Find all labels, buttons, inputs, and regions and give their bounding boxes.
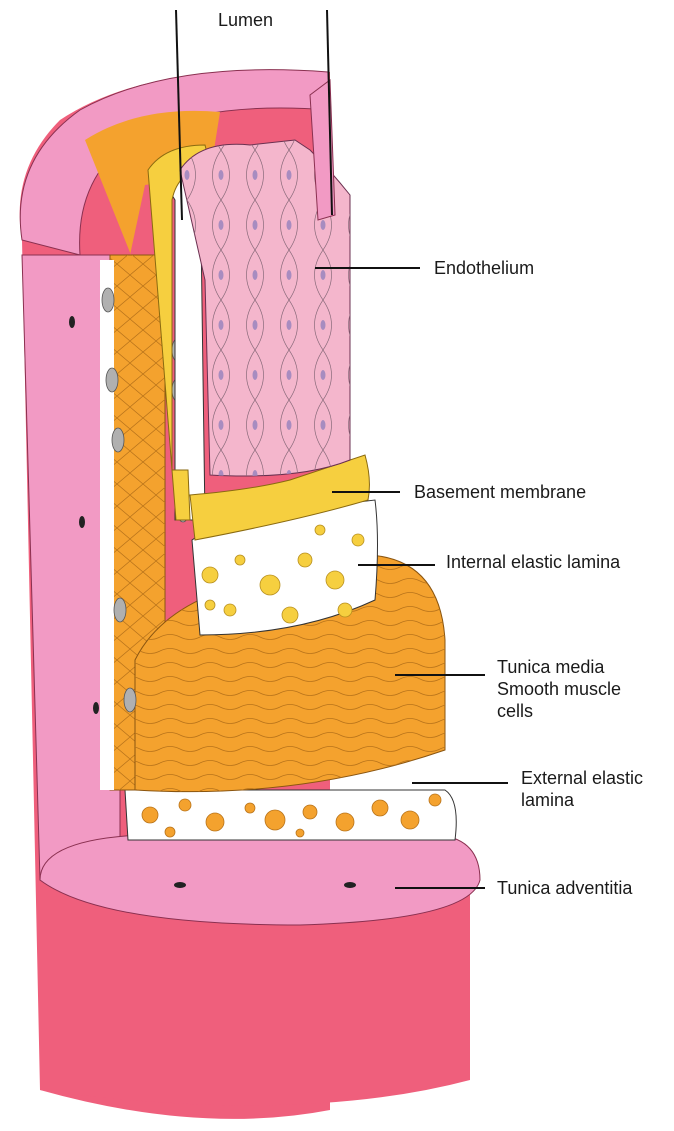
label-lumen: Lumen	[218, 9, 273, 31]
label-tunica-media-line3: cells	[497, 700, 621, 722]
label-tunica-adventitia: Tunica adventitia	[497, 877, 632, 899]
fibroblast-nucleus	[174, 882, 186, 888]
fibroblast-nucleus	[93, 702, 99, 714]
label-tunica-media: Tunica media Smooth muscle cells	[497, 656, 621, 722]
label-basement-membrane: Basement membrane	[414, 481, 586, 503]
label-external-elastic-lamina-line1: External elastic	[521, 767, 643, 789]
label-internal-elastic-lamina: Internal elastic lamina	[446, 551, 620, 573]
label-endothelium: Endothelium	[434, 257, 534, 279]
fibroblast-nucleus	[344, 882, 356, 888]
label-external-elastic-lamina-line2: lamina	[521, 789, 643, 811]
label-external-elastic-lamina: External elastic lamina	[521, 767, 643, 811]
label-tunica-media-line2: Smooth muscle	[497, 678, 621, 700]
fibroblast-nucleus	[69, 316, 75, 328]
elastic-gap-strip	[100, 260, 114, 790]
fibroblast-nucleus	[79, 516, 85, 528]
label-tunica-media-line1: Tunica media	[497, 656, 621, 678]
